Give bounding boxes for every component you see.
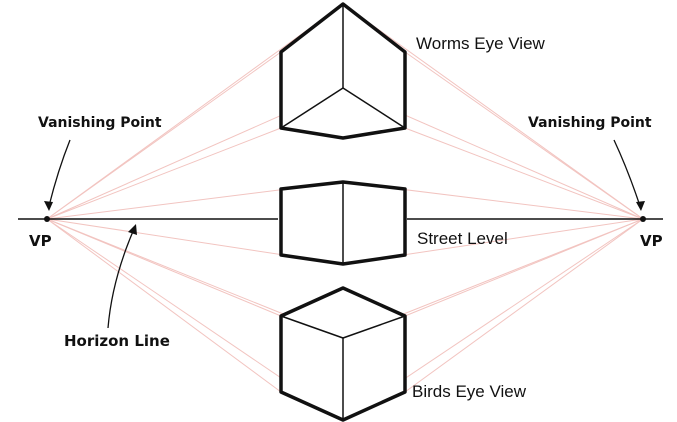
street-level-label: Street Level — [417, 229, 508, 248]
left-vanishing-point — [44, 216, 50, 222]
street-level-box — [279, 180, 407, 266]
guide-line — [404, 218, 644, 393]
worms-eye-cube — [279, 2, 407, 140]
horizon-arrow — [107, 228, 135, 329]
guide-line — [342, 3, 644, 220]
arrowhead — [128, 224, 137, 235]
birds-eye-cube — [279, 286, 407, 422]
guide-line — [404, 51, 644, 220]
annotation-arrows — [48, 139, 641, 329]
vp-left-caption: Vanishing Point — [38, 115, 162, 131]
arrow-heads — [44, 201, 645, 235]
guide-line — [46, 51, 282, 220]
guide-line — [404, 127, 644, 220]
guide-line — [46, 218, 282, 393]
vp-right-label: VP — [640, 232, 663, 250]
worms-eye-label: Worms Eye View — [416, 34, 545, 53]
birds-eye-label: Birds Eye View — [412, 382, 527, 401]
horizon-line-label: Horizon Line — [64, 332, 170, 350]
arrowhead — [44, 201, 53, 211]
guide-line — [46, 3, 344, 220]
right-vanishing-point — [640, 216, 646, 222]
left-vp-arrow — [48, 139, 71, 207]
vp-left-label: VP — [29, 232, 52, 250]
vp-right-caption: Vanishing Point — [528, 115, 652, 131]
arrowhead — [636, 201, 645, 211]
guide-line — [46, 127, 282, 220]
right-vp-arrow — [613, 139, 641, 207]
